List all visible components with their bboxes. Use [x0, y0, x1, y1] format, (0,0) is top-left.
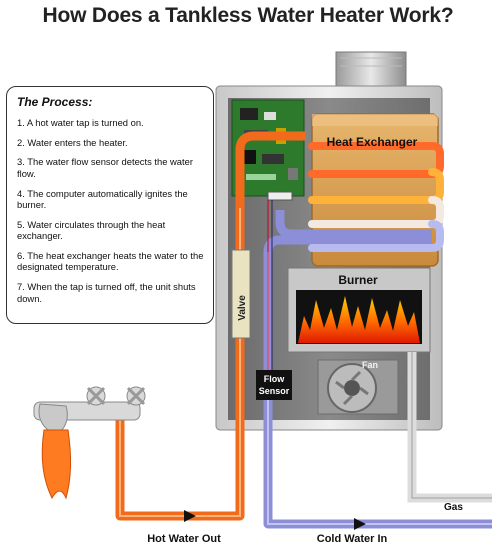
hot-water-stream	[41, 429, 72, 500]
valve	[231, 249, 251, 339]
flow-sensor-label: Sensor	[259, 386, 290, 396]
faucet-icon	[33, 386, 146, 431]
cold-water-in-label: Cold Water In	[317, 533, 388, 545]
valve-label: Valve	[237, 295, 248, 321]
process-steps: 1. A hot water tap is turned on. 2. Wate…	[17, 117, 207, 312]
process-step: 2. Water enters the heater.	[17, 136, 128, 148]
hot-water-out-label: Hot Water Out	[147, 533, 221, 545]
gas-label: Gas	[444, 502, 463, 513]
flow-sensor	[256, 370, 292, 400]
process-step: 1. A hot water tap is turned on.	[17, 117, 144, 128]
process-step: 3. The water flow sensor detects the wat…	[17, 156, 193, 179]
process-step: 7. When the tap is turned off, the unit …	[17, 281, 196, 304]
flow-sensor-label: Flow	[264, 374, 285, 384]
fan-label: Fan	[362, 360, 378, 370]
process-step: 6. The heat exchanger heats the water to…	[17, 249, 204, 273]
process-panel: The Process: 1. A hot water tap is turne…	[6, 86, 214, 324]
burner-label: Burner	[338, 273, 378, 287]
hot-water-arrow	[184, 510, 196, 522]
process-step: 4. The computer automatically ignites th…	[17, 187, 188, 211]
diagram-title: How Does a Tankless Water Heater Work?	[42, 4, 454, 27]
burner-flames	[298, 296, 420, 343]
exhaust-flue	[335, 51, 407, 87]
process-heading: The Process:	[17, 95, 93, 109]
exchanger-coil	[308, 220, 444, 252]
process-step: 5. Water circulates through the heat exc…	[17, 218, 166, 242]
heat-exchanger-label: Heat Exchanger	[327, 135, 418, 149]
cold-water-arrow	[354, 518, 366, 530]
